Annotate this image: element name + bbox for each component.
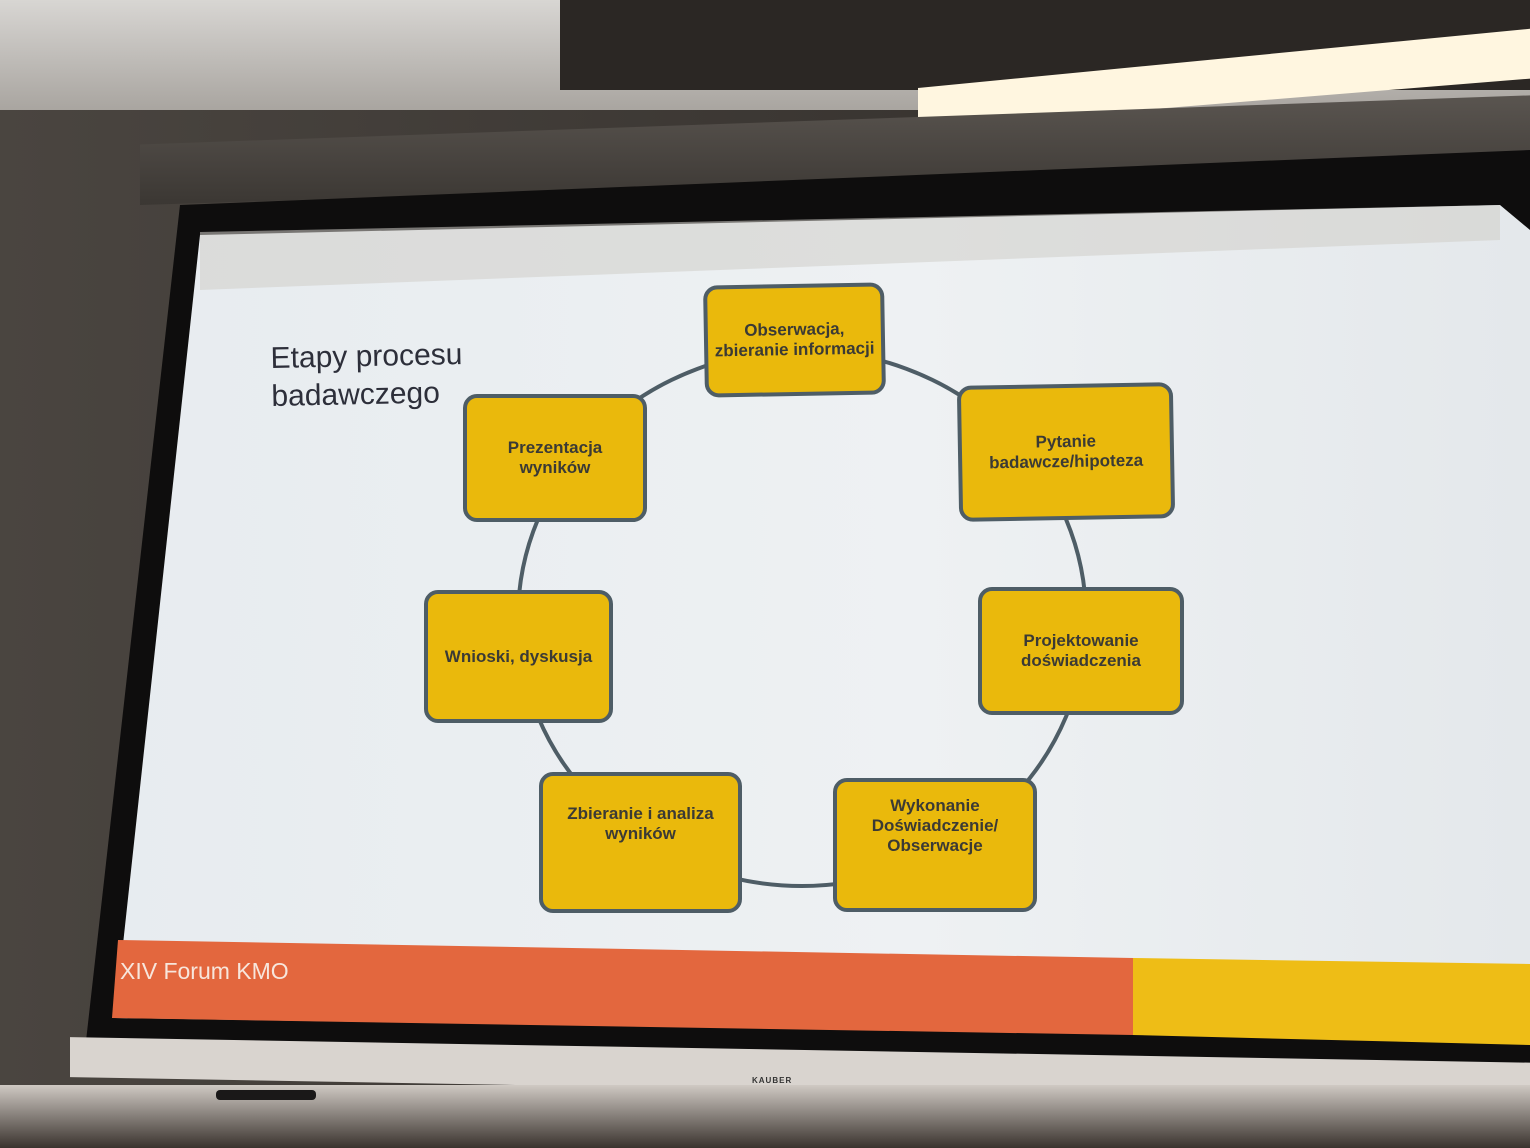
stage-box-execution: Wykonanie Doświadczenie/ Obserwacje [833,778,1037,912]
stage-box-design: Projektowanie doświadczenia [978,587,1184,715]
stage-box-conclusions: Wnioski, dyskusja [424,590,613,723]
footer-text: XIV Forum KMO [120,958,289,984]
stage-box-observation: Obserwacja, zbieranie informacji [703,282,886,398]
stage-box-analysis: Zbieranie i analiza wyników [539,772,742,913]
stage-box-hypothesis: Pytanie badawcze/hipoteza [956,382,1176,522]
remote-control [216,1090,316,1100]
screen-brand-logo: KAUBER [752,1076,793,1085]
stage-box-presentation: Prezentacja wyników [463,394,647,522]
